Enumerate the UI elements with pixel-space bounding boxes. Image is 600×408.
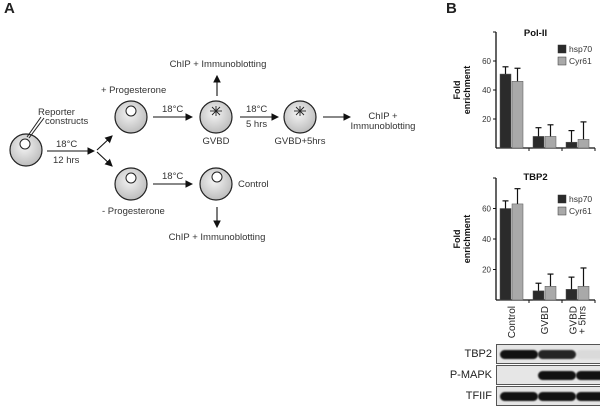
- step1-time: 12 hrs: [53, 155, 80, 166]
- blot-band: [576, 350, 600, 359]
- gvbd5-label: GVBD+5hrs: [275, 136, 326, 147]
- x-category-label: GVBD: [540, 306, 551, 334]
- step1-temp: 18°C: [56, 139, 77, 150]
- blot-band: [576, 392, 600, 401]
- blot-band: [500, 392, 538, 401]
- plus-progesterone-label: + Progesterone: [101, 85, 166, 96]
- gvbd-label: GVBD: [203, 136, 230, 147]
- legend-label-Cyr61: Cyr61: [569, 56, 592, 66]
- y-tick-label: 40: [482, 86, 491, 95]
- bar-Cyr61: [577, 286, 590, 301]
- blot-label: TFIIF: [465, 390, 492, 402]
- x-category-label: + 5hrs: [578, 306, 589, 334]
- blot-strip: [496, 365, 600, 385]
- chip-right-label-1: ChIP +: [368, 111, 398, 122]
- panel-label-a: A: [4, 0, 15, 17]
- oocyte-gvbd: [199, 100, 233, 134]
- bar-Cyr61: [544, 286, 557, 301]
- blot-strip: [496, 386, 600, 406]
- panel-label-b: B: [446, 0, 457, 17]
- blot-strip: [496, 344, 600, 364]
- y-axis-label: enrichment: [462, 215, 472, 264]
- y-axis-label: Fold: [452, 230, 462, 249]
- temp-c: 18°C: [246, 104, 267, 115]
- y-tick-label: 20: [482, 266, 491, 275]
- oocyte-start: [9, 116, 45, 167]
- oocyte-plus-prog: [114, 100, 148, 134]
- legend-label-Cyr61: Cyr61: [569, 206, 592, 216]
- arrow-branch-up: [96, 135, 113, 151]
- bar-hsp70: [532, 136, 545, 149]
- oocyte-gvbd-5hrs: [283, 100, 317, 134]
- bar-hsp70: [565, 289, 578, 301]
- bar-Cyr61: [544, 136, 557, 149]
- chip-top-label: ChIP + Immunoblotting: [170, 59, 267, 70]
- chip-bottom-label: ChIP + Immunoblotting: [169, 232, 266, 243]
- minus-progesterone-label: - Progesterone: [102, 206, 165, 217]
- legend-swatch-hsp70: [557, 194, 567, 204]
- y-tick-label: 60: [482, 57, 491, 66]
- blot-band: [538, 371, 576, 380]
- y-tick-label: 40: [482, 235, 491, 244]
- workflow-diagram: Reporter constructs 18°C 12 hrs + Proges…: [9, 59, 416, 243]
- bar-Cyr61: [577, 139, 590, 149]
- blot-band: [576, 371, 600, 380]
- blot-band: [500, 350, 538, 359]
- chip-right-label-2: Immunoblotting: [351, 121, 416, 132]
- bar-hsp70: [499, 208, 512, 301]
- arrow-branch-down: [96, 151, 113, 167]
- chart-title: Pol-II: [524, 28, 547, 39]
- y-axis-label: enrichment: [462, 66, 472, 115]
- control-label: Control: [238, 179, 269, 190]
- y-tick-label: 60: [482, 205, 491, 214]
- x-category-label: GVBD: [569, 306, 580, 334]
- blot-band: [538, 392, 576, 401]
- reporter-label-2: constructs: [45, 116, 89, 127]
- blot-label: TBP2: [464, 348, 492, 360]
- x-category-label: Control: [507, 306, 518, 338]
- time-c: 5 hrs: [246, 119, 267, 130]
- legend-swatch-Cyr61: [557, 206, 567, 216]
- bar-hsp70: [565, 141, 578, 149]
- blot-band: [538, 350, 576, 359]
- legend-label-hsp70: hsp70: [569, 194, 592, 204]
- blot-label: P-MAPK: [449, 369, 492, 381]
- temp-b: 18°C: [162, 171, 183, 182]
- y-tick-label: 20: [482, 115, 491, 124]
- temp-a: 18°C: [162, 104, 183, 115]
- legend-swatch-Cyr61: [557, 56, 567, 66]
- chart-title: TBP2: [523, 172, 547, 183]
- legend-label-hsp70: hsp70: [569, 44, 592, 54]
- y-axis-label: Fold: [452, 81, 462, 100]
- bar-Cyr61: [511, 81, 524, 149]
- bar-hsp70: [532, 290, 545, 301]
- oocyte-minus-prog: [114, 167, 148, 201]
- bar-Cyr61: [511, 203, 524, 301]
- reporter-label-1: Reporter: [38, 107, 75, 118]
- oocyte-control: [199, 167, 233, 201]
- bar-hsp70: [499, 73, 512, 149]
- legend-swatch-hsp70: [557, 44, 567, 54]
